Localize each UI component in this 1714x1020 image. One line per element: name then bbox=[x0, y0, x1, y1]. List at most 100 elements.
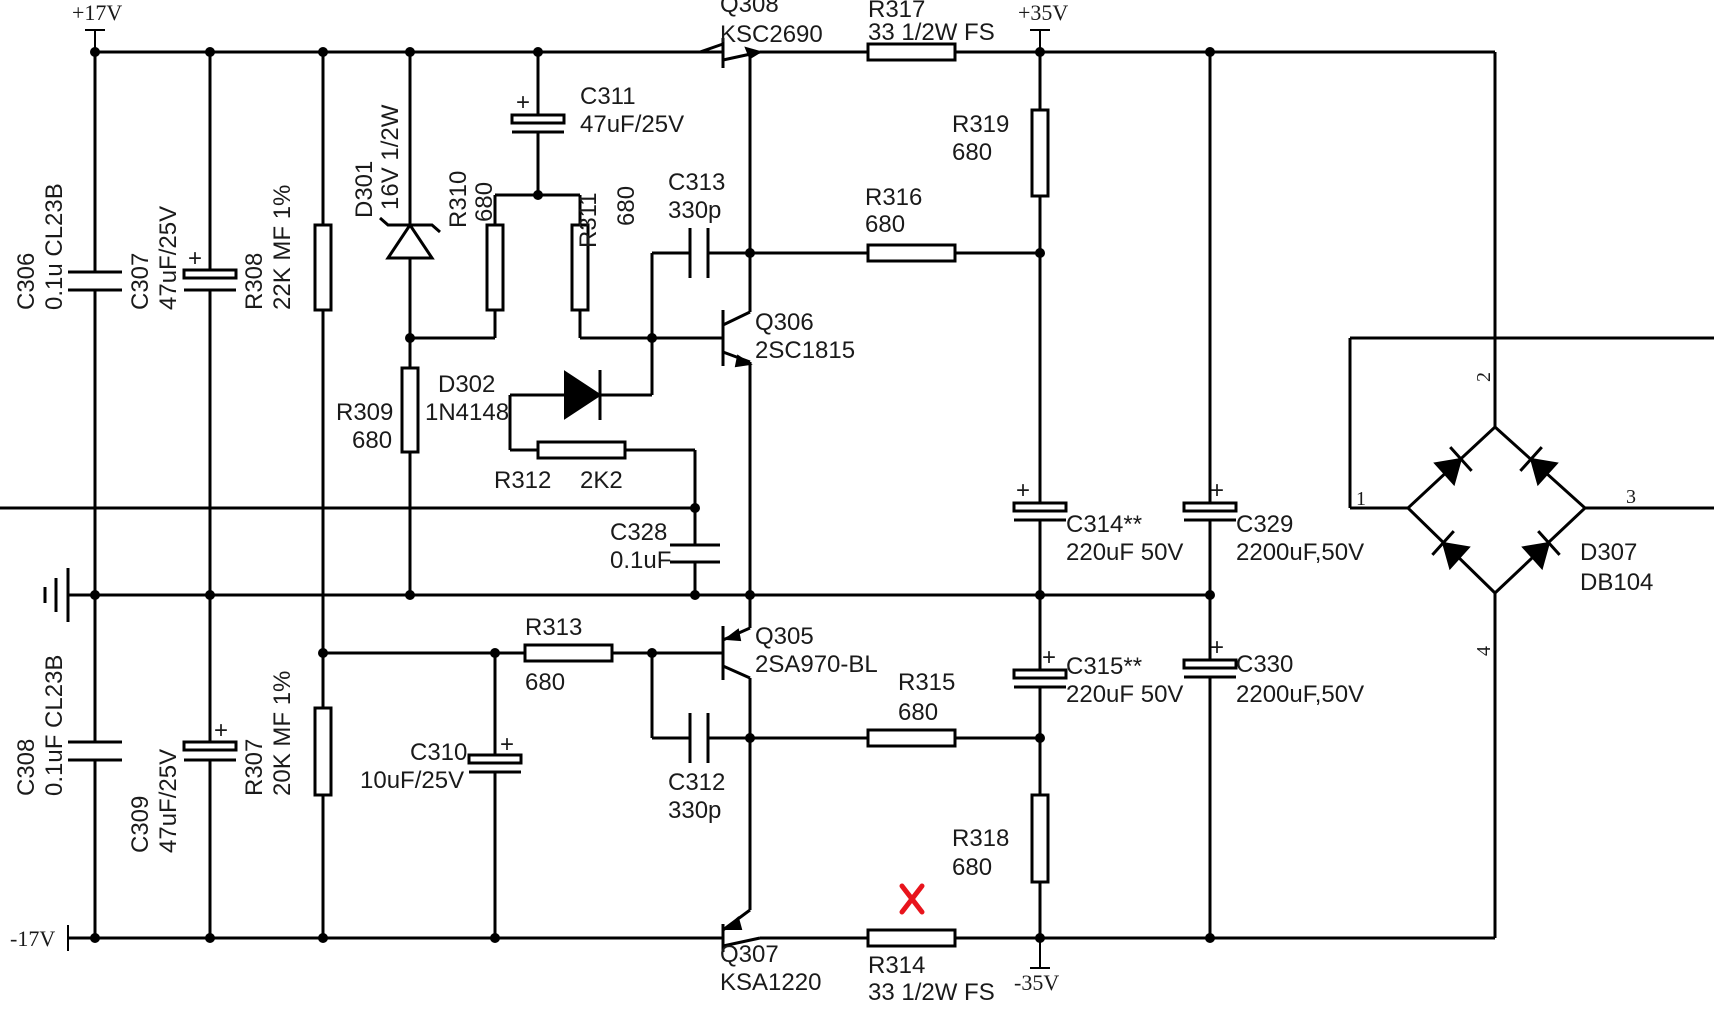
wiring bbox=[0, 29, 1714, 969]
d301-value: 16V 1/2W bbox=[377, 104, 404, 210]
c330-polarity: + bbox=[1210, 634, 1224, 661]
capacitor-c307 bbox=[182, 268, 238, 292]
c307-ref: C307 bbox=[127, 253, 154, 310]
c307-polarity: + bbox=[188, 245, 202, 272]
r317-ref: R317 bbox=[868, 0, 925, 23]
r308-ref: R308 bbox=[241, 253, 268, 310]
resistor-r319 bbox=[1030, 108, 1050, 198]
r318-ref: R318 bbox=[952, 825, 1009, 852]
c310-value: 10uF/25V bbox=[360, 767, 464, 794]
resistor-r312 bbox=[536, 440, 627, 460]
resistor-r317 bbox=[866, 42, 957, 62]
c308-value: 0.1uF CL23B bbox=[41, 655, 68, 796]
c308-ref: C308 bbox=[13, 739, 40, 796]
r318-value: 680 bbox=[952, 854, 992, 881]
r307-value: 20K MF 1% bbox=[269, 671, 296, 796]
fault-x-mark bbox=[899, 883, 925, 915]
r314-ref: R314 bbox=[868, 952, 925, 979]
c313-ref: C313 bbox=[668, 169, 725, 196]
c310-ref: C310 bbox=[410, 739, 467, 766]
c311-value: 47uF/25V bbox=[580, 111, 684, 138]
junction-dots bbox=[90, 47, 1215, 943]
c309-value: 47uF/25V bbox=[155, 749, 182, 853]
r310-ref: R310 bbox=[445, 171, 472, 228]
resistor-r318 bbox=[1030, 793, 1050, 884]
r317-value: 33 1/2W FS bbox=[868, 19, 995, 46]
c329-value: 2200uF,50V bbox=[1236, 539, 1364, 566]
r319-value: 680 bbox=[952, 139, 992, 166]
c314-ref: C314** bbox=[1066, 511, 1142, 538]
capacitor-c314 bbox=[1012, 501, 1068, 522]
resistor-r311 bbox=[570, 223, 590, 312]
capacitor-c309 bbox=[182, 740, 238, 762]
capacitor-c312 bbox=[688, 713, 710, 763]
d307-ref: D307 bbox=[1580, 539, 1637, 566]
r311-ref: R311 bbox=[575, 192, 602, 248]
resistor-r314 bbox=[866, 928, 957, 948]
r308-value: 22K MF 1% bbox=[269, 185, 296, 310]
resistor-r308 bbox=[313, 223, 333, 312]
c311-ref: C311 bbox=[580, 83, 636, 110]
r312-value: 2K2 bbox=[580, 467, 623, 494]
capacitor-c313 bbox=[688, 228, 710, 278]
q305-ref: Q305 bbox=[755, 623, 814, 650]
d307-value: DB104 bbox=[1580, 569, 1653, 596]
capacitor-c311 bbox=[510, 113, 566, 134]
capacitor-c315 bbox=[1012, 668, 1068, 689]
c306-value: 0.1u CL23B bbox=[41, 183, 68, 310]
capacitor-c306 bbox=[68, 270, 122, 292]
transistor-q305 bbox=[721, 626, 751, 680]
bridge-pin-3: 3 bbox=[1626, 486, 1636, 508]
r307-ref: R307 bbox=[241, 739, 268, 796]
c309-polarity: + bbox=[214, 717, 228, 744]
bridge-pin-4: 4 bbox=[1473, 646, 1495, 656]
transistor-q308 bbox=[699, 38, 763, 80]
ground-icon bbox=[43, 568, 70, 622]
diode-d302 bbox=[564, 370, 602, 420]
capacitor-c310 bbox=[467, 753, 523, 774]
d302-ref: D302 bbox=[438, 371, 495, 398]
q305-value: 2SA970-BL bbox=[755, 651, 878, 678]
bridge-rectifier-d307 bbox=[1405, 424, 1588, 596]
capacitor-c330 bbox=[1182, 658, 1238, 679]
r314-value: 33 1/2W FS bbox=[868, 979, 995, 1006]
r313-ref: R313 bbox=[525, 614, 582, 641]
resistor-r313 bbox=[523, 643, 614, 663]
c328-value: 0.1uF bbox=[610, 547, 671, 574]
c314-polarity: + bbox=[1016, 477, 1030, 504]
r315-ref: R315 bbox=[898, 669, 955, 696]
r315-value: 680 bbox=[898, 699, 938, 726]
c315-polarity: + bbox=[1042, 644, 1056, 671]
c314-value: 220uF 50V bbox=[1066, 539, 1183, 566]
q308-value: KSC2690 bbox=[720, 21, 823, 48]
c312-value: 330p bbox=[668, 797, 721, 824]
rail-label-plus-35v: +35V bbox=[1018, 0, 1068, 25]
resistor-r315 bbox=[866, 728, 957, 748]
c330-value: 2200uF,50V bbox=[1236, 681, 1364, 708]
q307-value: KSA1220 bbox=[720, 969, 821, 996]
transistor-q306 bbox=[721, 310, 753, 368]
c310-polarity: + bbox=[500, 731, 514, 758]
r316-value: 680 bbox=[865, 211, 905, 238]
capacitor-c328 bbox=[670, 543, 720, 564]
c329-ref: C329 bbox=[1236, 511, 1293, 538]
r319-ref: R319 bbox=[952, 111, 1009, 138]
c312-ref: C312 bbox=[668, 769, 725, 796]
resistor-r316 bbox=[866, 243, 957, 263]
rail-label-minus-17v: -17V bbox=[10, 926, 55, 951]
r309-ref: R309 bbox=[336, 399, 393, 426]
bridge-pin-2: 2 bbox=[1473, 372, 1495, 382]
transistor-q307 bbox=[721, 908, 761, 952]
c330-ref: C330 bbox=[1236, 651, 1293, 678]
r310-value: 680 bbox=[471, 182, 498, 222]
q308-ref: Q308 bbox=[720, 0, 779, 18]
q306-value: 2SC1815 bbox=[755, 337, 855, 364]
r316-ref: R316 bbox=[865, 184, 922, 211]
c306-ref: C306 bbox=[13, 253, 40, 310]
c313-value: 330p bbox=[668, 197, 721, 224]
resistor-r307 bbox=[313, 706, 333, 797]
rail-label-minus-35v: -35V bbox=[1014, 970, 1059, 995]
c307-value: 47uF/25V bbox=[155, 206, 182, 310]
bridge-pin-1: 1 bbox=[1356, 488, 1366, 510]
